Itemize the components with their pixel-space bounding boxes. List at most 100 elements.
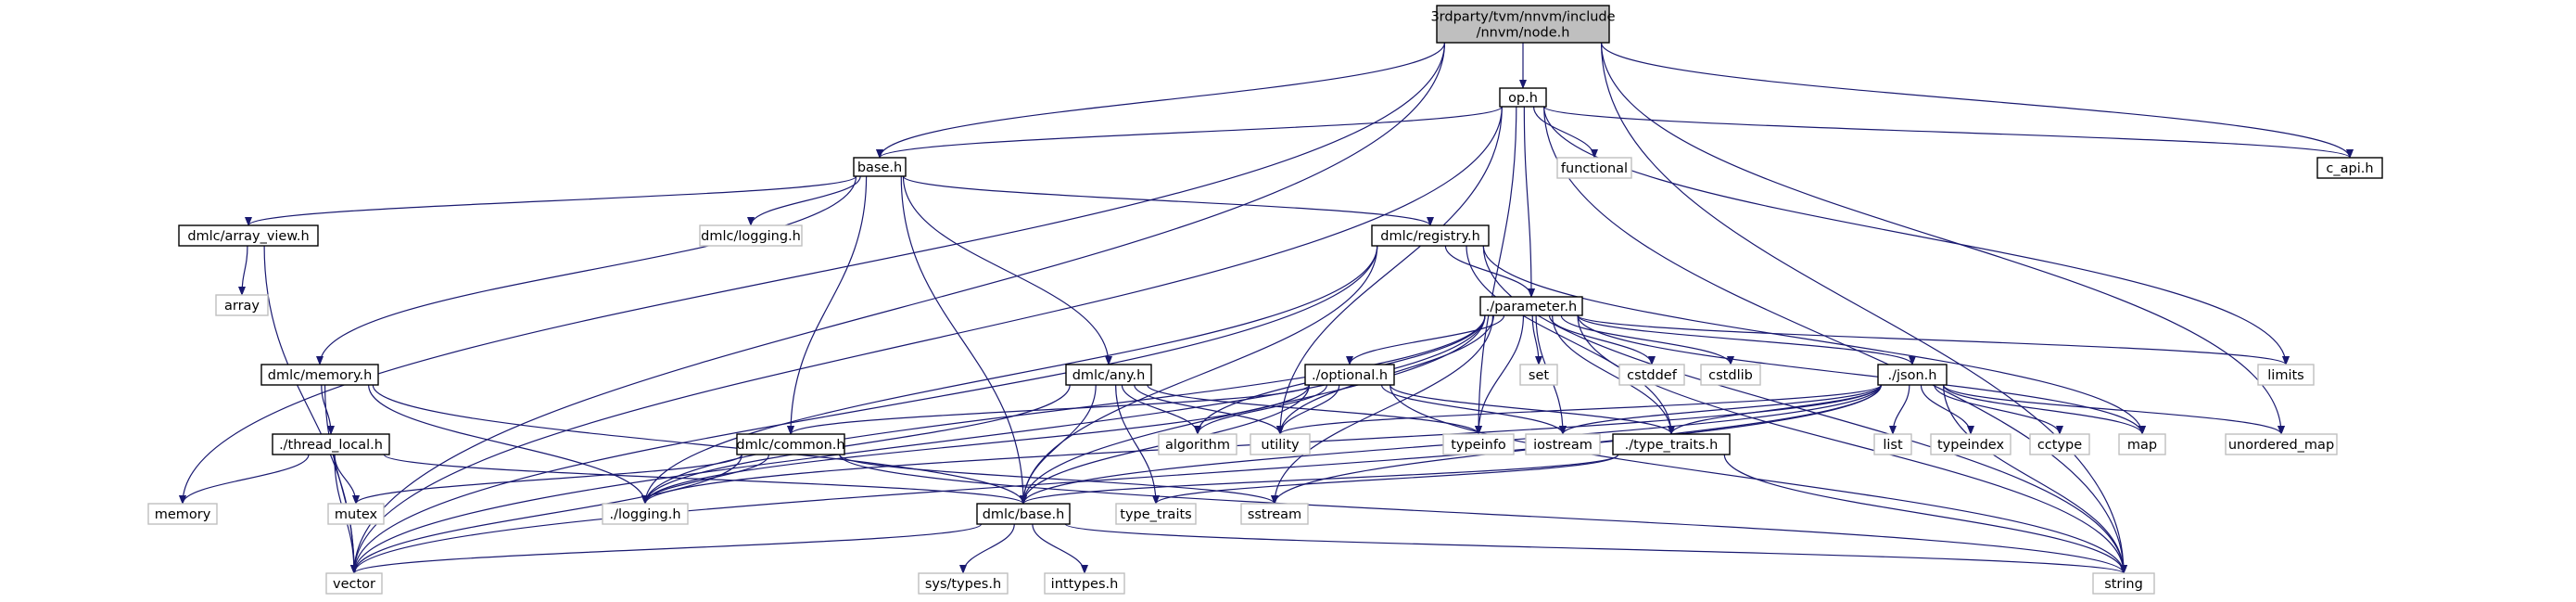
- node-typetraits-h[interactable]: ./type_traits.h: [1612, 433, 1731, 455]
- node-op[interactable]: op.h: [1499, 87, 1547, 108]
- node-label: sys/types.h: [925, 577, 1001, 592]
- edge-memory-h-to-vector: [324, 384, 358, 574]
- node-capi[interactable]: c_api.h: [2316, 157, 2383, 179]
- node-threadlocal[interactable]: ./thread_local.h: [272, 433, 390, 455]
- node-box: [602, 503, 689, 525]
- node-any[interactable]: dmlc/any.h: [1065, 364, 1152, 386]
- node-label: ./optional.h: [1312, 368, 1388, 383]
- edge-op-to-base: [876, 106, 1503, 159]
- edge-base-to-any: [902, 175, 1112, 365]
- edge-root-to-memory: [179, 42, 1446, 505]
- node-box: [976, 503, 1071, 525]
- node-box: [1499, 87, 1547, 108]
- edge-typetraits-h-to-string: [1723, 454, 2127, 574]
- node-box: [325, 572, 383, 595]
- node-common[interactable]: dmlc/common.h: [736, 433, 845, 455]
- node-box: [2316, 157, 2383, 179]
- node-dmlcbase[interactable]: dmlc/base.h: [976, 503, 1071, 525]
- node-label: dmlc/logging.h: [701, 229, 801, 244]
- node-box: [2092, 572, 2155, 595]
- node-label: cctype: [2037, 438, 2082, 453]
- node-box: [1612, 433, 1731, 455]
- node-label: base.h: [857, 160, 902, 175]
- node-label: array: [224, 299, 260, 314]
- edge-parameter-to-string: [1577, 314, 2127, 574]
- edge-parameter-to-map: [1577, 314, 2146, 435]
- node-base[interactable]: base.h: [853, 157, 907, 177]
- edge-common-to-string: [839, 454, 2127, 574]
- node-parameter[interactable]: ./parameter.h: [1479, 296, 1583, 316]
- edge-registry-to-map: [1482, 245, 2146, 435]
- node-label: dmlc/array_view.h: [187, 229, 309, 244]
- node-label: ./parameter.h: [1486, 300, 1578, 314]
- node-box: [2029, 433, 2090, 455]
- node-box: [1877, 364, 1948, 386]
- node-functional: functional: [1556, 157, 1632, 179]
- edge-registry-to-typetraits-h: [1466, 245, 1675, 435]
- node-box: [1158, 433, 1237, 455]
- node-memory: memory: [147, 503, 218, 525]
- node-box: [1556, 157, 1632, 179]
- node-label: functional: [1561, 161, 1628, 176]
- edge-parameter-to-sstream: [1271, 314, 1494, 505]
- edge-parameter-to-limits: [1577, 314, 2290, 365]
- node-box: [2257, 364, 2315, 386]
- node-label: typeinfo: [1451, 438, 1506, 453]
- edge-base-to-common: [787, 175, 868, 435]
- edge-any-to-logging: [641, 384, 1071, 505]
- edge-op-to-parameter: [1523, 106, 1535, 298]
- edge-root-to-string: [1600, 42, 2127, 574]
- node-label: mutex: [335, 507, 378, 522]
- node-mutex: mutex: [327, 503, 385, 525]
- edge-typetraits-h-to-type-traits: [1152, 454, 1619, 505]
- node-box: [1519, 364, 1558, 386]
- node-typeindex: typeindex: [1930, 433, 2011, 455]
- node-label: op.h: [1508, 91, 1538, 106]
- edge-op-to-capi: [1543, 106, 2354, 159]
- node-label: list: [1883, 438, 1903, 453]
- node-map: map: [2118, 433, 2166, 455]
- node-memory-h[interactable]: dmlc/memory.h: [260, 364, 379, 386]
- node-label: dmlc/any.h: [1072, 368, 1146, 383]
- edge-json-to-typetraits-h: [1668, 384, 1882, 435]
- node-cctype: cctype: [2029, 433, 2090, 455]
- node-label: unordered_map: [2228, 438, 2334, 453]
- node-arrayview[interactable]: dmlc/array_view.h: [178, 224, 319, 247]
- edge-memory-h-to-logging: [368, 384, 649, 505]
- node-box: [699, 224, 803, 247]
- node-cstddef: cstddef: [1618, 364, 1685, 386]
- edge-json-to-list: [1889, 384, 1910, 435]
- node-registry[interactable]: dmlc/registry.h: [1371, 224, 1490, 247]
- edge-parameter-to-json: [1577, 314, 1916, 365]
- node-box: [2225, 433, 2338, 455]
- node-box: [853, 157, 907, 177]
- node-algorithm: algorithm: [1158, 433, 1237, 455]
- node-box: [1371, 224, 1490, 247]
- edge-root-to-unordered-map: [1600, 42, 2285, 435]
- node-optional[interactable]: ./optional.h: [1304, 364, 1395, 386]
- edge-optional-to-typetraits-h: [1390, 384, 1675, 435]
- edge-parameter-to-logging: [641, 314, 1486, 505]
- edge-any-to-typeinfo: [1147, 384, 1482, 435]
- node-label: vector: [333, 577, 375, 592]
- node-label: cstddef: [1627, 368, 1678, 383]
- node-label: dmlc/base.h: [983, 507, 1065, 522]
- edge-common-to-logging: [641, 454, 770, 505]
- node-label: c_api.h: [2326, 161, 2373, 176]
- edge-optional-to-iostream: [1380, 384, 1567, 435]
- node-label: 3rdparty/tvm/nnvm/include: [1430, 10, 1615, 25]
- node-root[interactable]: 3rdparty/tvm/nnvm/include/nnvm/node.h: [1430, 5, 1616, 44]
- edge-optional-to-logging: [641, 384, 1310, 505]
- node-json[interactable]: ./json.h: [1877, 364, 1948, 386]
- edge-typetraits-h-to-dmlcbase: [1020, 454, 1619, 505]
- node-label: ./logging.h: [609, 507, 680, 522]
- node-list: list: [1873, 433, 1912, 455]
- edge-parameter-to-cstdlib: [1560, 314, 1734, 365]
- edge-registry-to-parameter: [1444, 245, 1535, 298]
- edge-base-to-registry: [902, 175, 1434, 226]
- node-label: ./json.h: [1888, 368, 1937, 383]
- node-label: /nnvm/node.h: [1477, 26, 1570, 41]
- node-box: [178, 224, 319, 247]
- node-label: memory: [155, 507, 211, 522]
